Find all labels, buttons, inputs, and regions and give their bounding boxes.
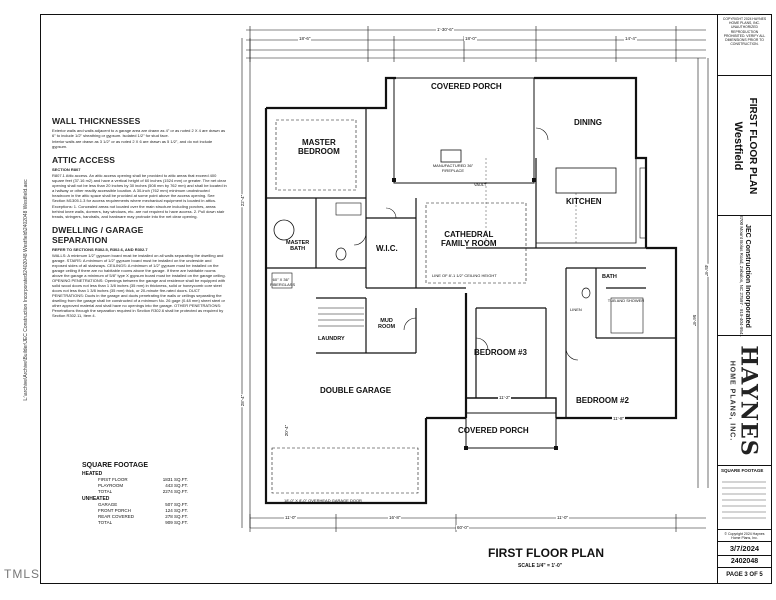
dim-right-a: 45'-8" — [704, 263, 710, 278]
drawing-scale: SCALE 1/4" = 1'-0" — [518, 563, 563, 569]
front-covered-porch-label: COVERED PORCH — [458, 426, 529, 435]
fireplace-note: MANUFACTURED 36" FIREPLACE — [432, 163, 474, 173]
kitchen-label: KITCHEN — [566, 197, 602, 206]
wall-thickness-text-2: Interior walls are drawn as 3 1/2" or as… — [52, 139, 213, 149]
attic-exceptions: Exceptions: 1. Concealed areas not locat… — [52, 204, 225, 219]
haynes-logo: HAYNES HOME PLANS, INC. — [728, 344, 761, 457]
bedroom-2-label: BEDROOM #2 — [576, 396, 629, 405]
attic-access-text: R807.1 Attic access. An attic access ope… — [52, 173, 227, 203]
sqft-summary-cell: SQUARE FOOTAGE — [718, 466, 771, 530]
dim-bottom-c: 11'-0" — [556, 515, 570, 520]
separation-heading: SEPARATION — [52, 235, 108, 245]
general-notes: WALL THICKNESSES Exterior walls and wall… — [52, 110, 227, 319]
page-cell: PAGE 3 OF 5 — [718, 568, 771, 582]
date-cell: 3/7/2024 — [718, 542, 771, 556]
drawing-title: FIRST FLOOR PLAN — [488, 546, 604, 560]
vault-note: VAULT — [474, 182, 487, 187]
bedroom-3-label: BEDROOM #3 — [474, 348, 527, 357]
ceiling-note: LINE OF 8'-1 1/2" CEILING HEIGHT — [432, 273, 497, 278]
wall-thickness-text: Exterior walls and walls adjacent to a g… — [52, 128, 226, 138]
rear-covered-porch-label: COVERED PORCH — [431, 82, 502, 91]
dwelling-garage-heading: DWELLING / GARAGE — [52, 225, 144, 235]
dim-left-b: 28'-4" — [240, 393, 246, 408]
dim-top-a: 18'-6" — [298, 36, 312, 41]
dim-bed2-width: 11'-8" — [612, 416, 626, 421]
title-block: COPYRIGHT 2024 HAYNES HOME PLANS, INC. U… — [717, 14, 772, 584]
square-footage-heading: SQUARE FOOTAGE — [82, 462, 148, 469]
copyright-cell: © Copyright 2024 Haynes Home Plans, Inc. — [718, 530, 771, 542]
dim-garage-depth: 20'-4" — [284, 423, 290, 438]
plan-title-cell: FIRST FLOOR PLAN Westfield — [718, 76, 771, 216]
dwelling-ref: REFER TO SECTIONS R302.5, R302.6, AND R3… — [52, 247, 148, 252]
dwelling-garage-text: WALLS: A minimum 1/2" gypsum board must … — [52, 253, 226, 318]
dim-overall-depth: 56'-8" — [692, 313, 698, 328]
dim-bed3-width: 11'-2" — [498, 395, 512, 400]
client-name: JEC Construction Incorporated — [743, 223, 751, 328]
double-garage-label: DOUBLE GARAGE — [320, 386, 392, 395]
page-number: PAGE 3 OF 5 — [726, 572, 763, 578]
client-cell: JEC Construction Incorporated 3700 Mount… — [718, 214, 771, 337]
wall-thickness-heading: WALL THICKNESSES — [52, 116, 141, 126]
dim-top-b: 14'-4" — [624, 36, 638, 41]
client-address: 3700 Mount Bolus Road, Zebulon, NC 27597… — [738, 214, 744, 337]
plan-date: 3/7/2024 — [729, 544, 760, 553]
unheated-label: UNHEATED — [82, 496, 110, 502]
floor-plan-drawing — [241, 26, 709, 532]
copyright-notice: COPYRIGHT 2024 HAYNES HOME PLANS, INC. U… — [718, 14, 771, 76]
drawing-sheet — [40, 14, 772, 584]
sqft-summary-lines — [722, 481, 766, 519]
dim-bottom-b: 16'-8" — [388, 515, 402, 520]
dim-bottom-a: 11'-0" — [284, 515, 298, 520]
garage-door-note: 18'-0" X 8'-0" OVERHEAD GARAGE DOOR — [284, 498, 362, 503]
mls-watermark: TMLS — [4, 567, 41, 581]
heated-label: HEATED — [82, 471, 103, 477]
laundry-label: LAUNDRY — [318, 336, 345, 342]
brand-cell: HAYNES HOME PLANS, INC. — [718, 336, 771, 466]
dim-left-a: 22'-4" — [240, 193, 246, 208]
attic-access-heading: ATTIC ACCESS — [52, 155, 116, 165]
attic-section: SECTION R807 — [52, 167, 81, 172]
dim-top-overall: 1'-30'-6" — [436, 27, 455, 32]
plan-name: FIRST FLOOR PLAN — [746, 97, 758, 194]
dining-label: DINING — [574, 118, 602, 127]
plan-number: 2402048 — [730, 558, 759, 565]
dim-top-c: 18'-0" — [464, 36, 478, 41]
plan-number-cell: 2402048 — [718, 556, 771, 568]
project-name: Westfield — [731, 121, 744, 170]
file-path-label: L:\archive\Archive\Builder\JEC Construct… — [23, 179, 29, 401]
wic-label: W.I.C. — [376, 244, 398, 253]
dim-bottom-total: 60'-0" — [456, 525, 470, 530]
tub-note: TUB AND SHOWER — [607, 298, 645, 303]
linen-note: LINEN — [570, 307, 582, 312]
shower-note: 60" X 36" FIBERGLASS — [270, 277, 296, 287]
bath-label: BATH — [602, 274, 617, 280]
